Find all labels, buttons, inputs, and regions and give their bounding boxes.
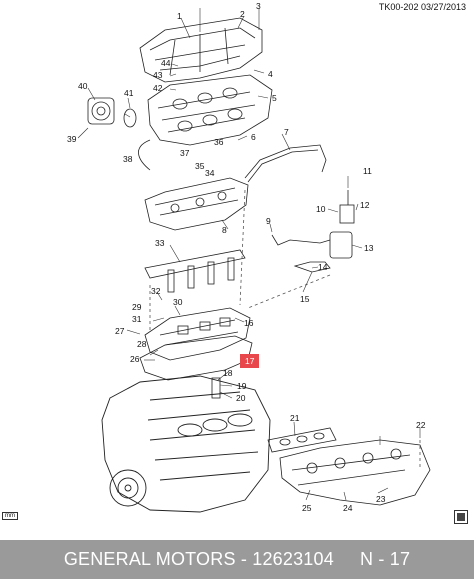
corner-icon (454, 510, 468, 524)
callout-4[interactable]: 4 (268, 69, 273, 79)
callout-18[interactable]: 18 (223, 368, 233, 378)
callout-27[interactable]: 27 (115, 326, 125, 336)
callout-17-highlight (240, 354, 259, 368)
callout-29[interactable]: 29 (132, 302, 142, 312)
footer-text: GENERAL MOTORS - 12623104 N - 17 (63, 549, 411, 569)
pcv-tube-part (244, 144, 327, 179)
callout-37[interactable]: 37 (180, 148, 190, 158)
callout-34[interactable]: 34 (205, 168, 215, 178)
unit-indicator: mm (2, 512, 18, 520)
callout-16[interactable]: 16 (244, 318, 254, 328)
callout-38[interactable]: 38 (123, 154, 133, 164)
callout-20[interactable]: 20 (236, 393, 246, 403)
callout-30[interactable]: 30 (173, 297, 183, 307)
callout-15[interactable]: 15 (300, 294, 310, 304)
callout-9[interactable]: 9 (266, 216, 271, 226)
callout-35[interactable]: 35 (195, 161, 205, 171)
intake-cover-part (139, 17, 263, 83)
callout-1[interactable]: 1 (177, 11, 182, 21)
diagram-code-date: TK00-202 03/27/2013 (378, 2, 466, 12)
callout-25[interactable]: 25 (302, 503, 312, 513)
callout-26[interactable]: 26 (130, 354, 140, 364)
callout-24[interactable]: 24 (343, 503, 353, 513)
callout-10[interactable]: 10 (316, 204, 326, 214)
engine-exploded-diagram: 1 3 2 44 43 4 5 40 41 42 39 6 36 7 37 35… (67, 1, 431, 513)
intake-manifold-part (147, 74, 273, 146)
lower-intake-plate-part (144, 307, 251, 361)
callout-7[interactable]: 7 (284, 127, 289, 137)
fuel-rail-cover-part (144, 177, 249, 231)
callout-2[interactable]: 2 (240, 9, 245, 19)
exhaust-gasket-part (267, 427, 337, 453)
knock-sensor-part (211, 377, 221, 399)
throttle-body-part (87, 97, 115, 125)
callout-36[interactable]: 36 (214, 137, 224, 147)
callout-39[interactable]: 39 (67, 134, 77, 144)
callout-13[interactable]: 13 (364, 243, 374, 253)
sensor-part (293, 261, 331, 273)
callout-19[interactable]: 19 (237, 381, 247, 391)
callout-11[interactable]: 11 (363, 166, 372, 176)
footer-banner: GENERAL MOTORS - 12623104 N - 17 (0, 540, 474, 579)
callout-44[interactable]: 44 (161, 58, 171, 68)
callout-41[interactable]: 41 (124, 88, 134, 98)
callout-23[interactable]: 23 (376, 494, 386, 504)
callout-12[interactable]: 12 (360, 200, 370, 210)
callout-32[interactable]: 32 (151, 286, 161, 296)
callout-6[interactable]: 6 (251, 132, 256, 142)
callout-21[interactable]: 21 (290, 413, 300, 423)
callout-43[interactable]: 43 (153, 70, 163, 80)
sensor-hose-part (271, 234, 331, 246)
engine-block-part (101, 375, 271, 513)
exhaust-manifold-part (279, 439, 431, 506)
throttle-gasket-part (123, 108, 137, 128)
callout-17[interactable]: 17 (245, 356, 255, 366)
sensor-assembly-part (329, 190, 355, 259)
callout-33[interactable]: 33 (155, 238, 165, 248)
callout-31[interactable]: 31 (132, 314, 142, 324)
fuel-rail-injectors-part (144, 249, 246, 293)
callout-8[interactable]: 8 (222, 225, 227, 235)
breather-hose-part (138, 139, 151, 171)
callout-42[interactable]: 42 (153, 83, 163, 93)
callout-40[interactable]: 40 (78, 81, 88, 91)
callout-14[interactable]: 14 (318, 262, 328, 272)
callout-5[interactable]: 5 (272, 93, 277, 103)
callout-22[interactable]: 22 (416, 420, 426, 430)
diagram-stage: TK00-202 03/27/2013 (2, 1, 468, 524)
callout-3[interactable]: 3 (256, 1, 261, 11)
callout-28[interactable]: 28 (137, 339, 147, 349)
